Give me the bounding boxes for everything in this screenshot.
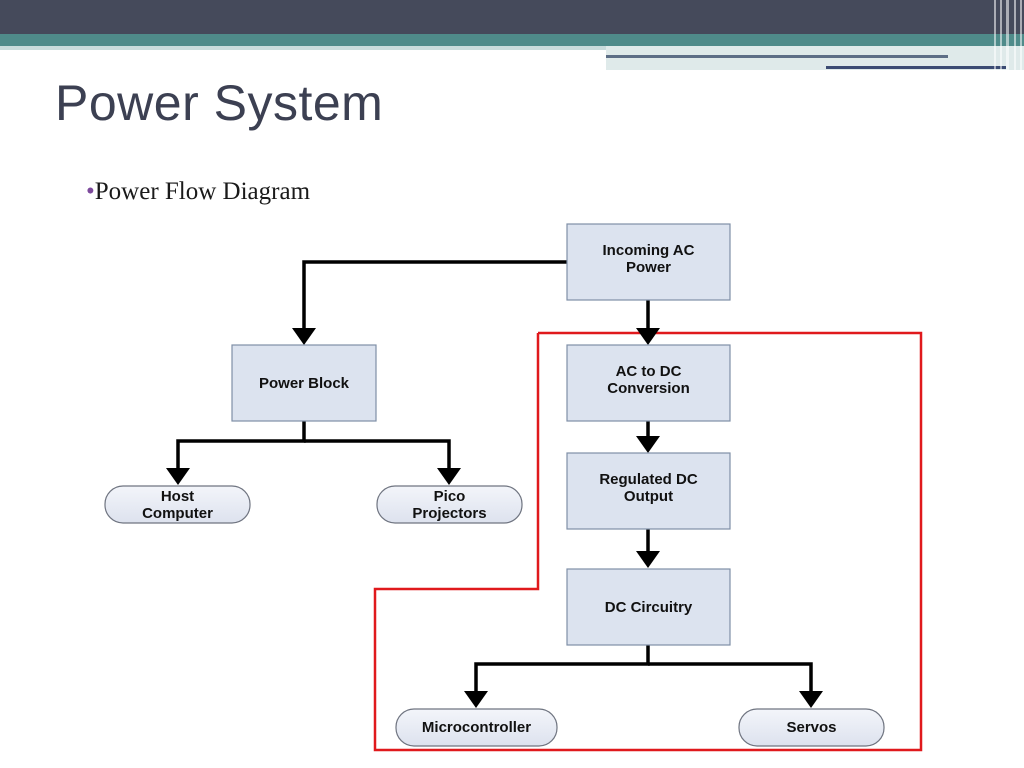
header-decoration-line	[606, 55, 948, 58]
node-label-ac-dc: AC to DC Conversion	[607, 363, 690, 397]
node-box-dc-circuitry	[566, 568, 731, 646]
arrow-head-microcontroller	[464, 691, 488, 708]
node-pill-pico-projectors	[376, 485, 523, 524]
node-box-incoming-ac	[566, 223, 731, 301]
node-pill-host-computer	[104, 485, 251, 524]
node-label-regulated-dc: Regulated DC Output	[599, 471, 698, 505]
node-label-servos: Servos	[786, 719, 837, 736]
node-pill-microcontroller	[395, 708, 558, 747]
bullet-item: •Power Flow Diagram	[86, 178, 310, 206]
connectors	[176, 260, 813, 692]
slide-title: Power System	[55, 75, 384, 131]
connector-power-block-split	[176, 421, 306, 470]
node-box-power-block	[231, 344, 377, 422]
arrow-head-servos	[799, 691, 823, 708]
arrow-head-conversion	[636, 328, 660, 345]
connector-ac-to-power-block	[302, 260, 567, 332]
node-label-incoming-ac: Incoming AC Power	[602, 242, 695, 276]
arrow-head-host-computer	[166, 468, 190, 485]
arrow-head-power-block	[292, 328, 316, 345]
bullet-dot-icon: •	[86, 178, 95, 205]
arrow-head-circuitry	[636, 551, 660, 568]
header-light-strip	[0, 46, 1024, 50]
header-decoration-line-short	[826, 66, 1006, 69]
terminal-nodes	[104, 485, 885, 747]
dc-section-highlight-boundary	[373, 331, 923, 752]
node-box-regulated-dc	[566, 452, 731, 530]
node-pill-servos	[738, 708, 885, 747]
connector-circuitry-right	[648, 662, 813, 692]
connector-circuitry-split	[474, 645, 650, 692]
arrow-head-regulated	[636, 436, 660, 453]
node-label-pico-projectors: Pico Projectors	[412, 487, 487, 522]
node-label-host-computer: Host Computer	[142, 487, 213, 522]
connector-power-block-right	[304, 439, 451, 470]
node-label-microcontroller: Microcontroller	[421, 719, 532, 736]
arrow-heads	[166, 328, 823, 708]
header-accent-strip	[0, 34, 1024, 46]
header-bar	[0, 0, 1024, 34]
node-box-ac-dc	[566, 344, 731, 422]
header-vertical-stripes	[990, 0, 1024, 70]
node-label-power-block: Power Block	[258, 374, 350, 392]
arrow-head-pico-projectors	[437, 468, 461, 485]
bullet-text: Power Flow Diagram	[94, 178, 311, 205]
node-label-dc-circuitry: DC Circuitry	[604, 598, 693, 616]
process-boxes	[231, 223, 731, 646]
